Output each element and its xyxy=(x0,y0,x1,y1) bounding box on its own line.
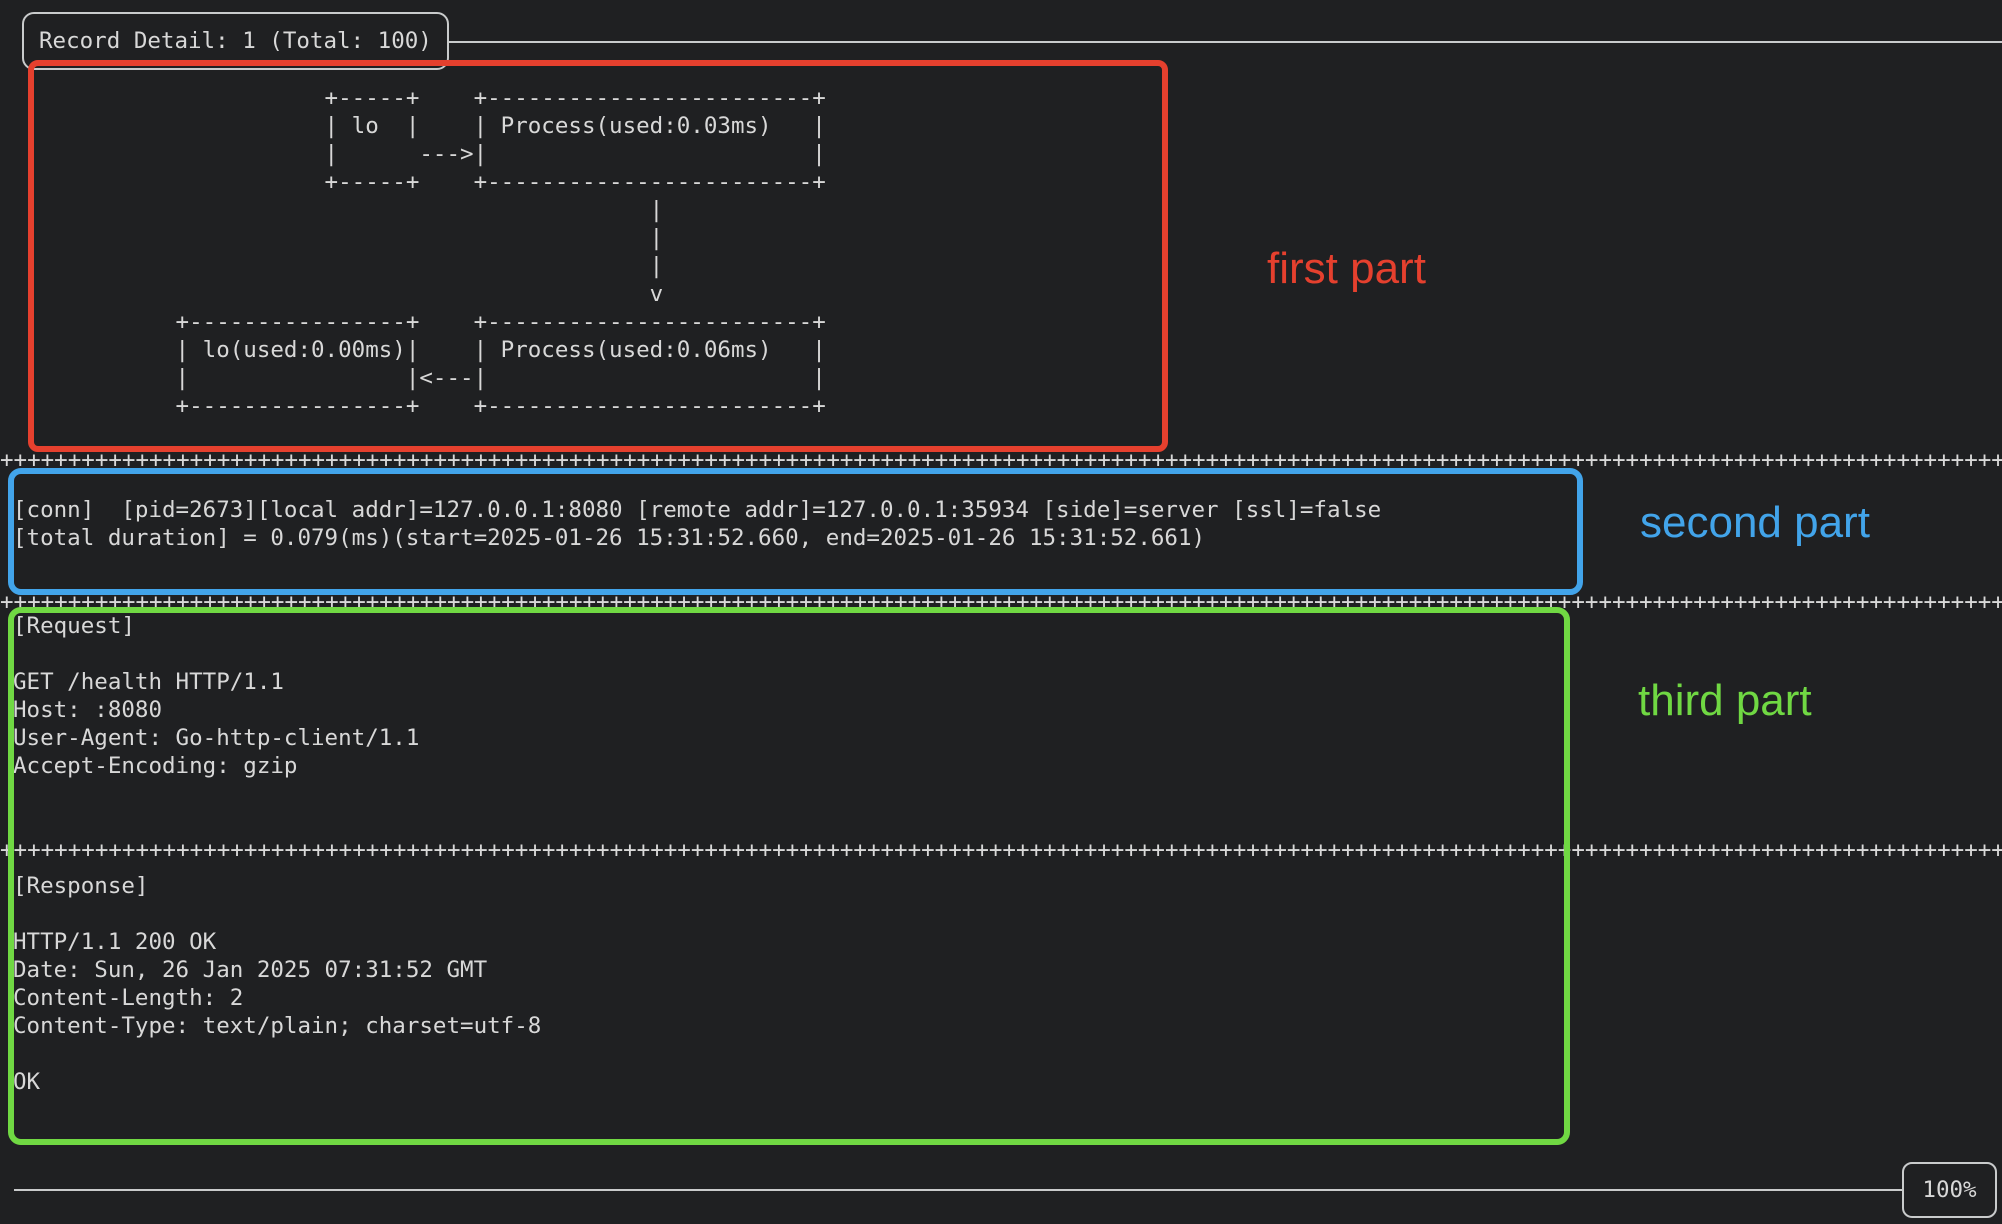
record-detail-title-box: Record Detail: 1 (Total: 100) xyxy=(22,12,449,70)
zoom-indicator: 100% xyxy=(1902,1162,1997,1218)
separator-request-response: ++++++++++++++++++++++++++++++++++++++++… xyxy=(0,837,2002,863)
annotation-second-part-label: second part xyxy=(1640,498,1870,547)
flow-diagram: +-----+ +------------------------+ | lo … xyxy=(175,85,826,419)
connection-summary: [conn] [pid=2673][local addr]=127.0.0.1:… xyxy=(13,497,1382,551)
annotation-first-part-label: first part xyxy=(1267,244,1426,293)
record-detail-title: Record Detail: 1 (Total: 100) xyxy=(39,28,432,54)
panel-bottom-border xyxy=(14,1189,1902,1191)
panel-top-border xyxy=(22,41,2002,43)
separator-top: ++++++++++++++++++++++++++++++++++++++++… xyxy=(0,447,2002,473)
zoom-level-value: 100% xyxy=(1922,1177,1977,1203)
request-section: [Request] GET /health HTTP/1.1 Host: :80… xyxy=(13,613,420,779)
annotation-third-part-label: third part xyxy=(1638,676,1812,725)
response-section: [Response] HTTP/1.1 200 OK Date: Sun, 26… xyxy=(13,873,542,1095)
